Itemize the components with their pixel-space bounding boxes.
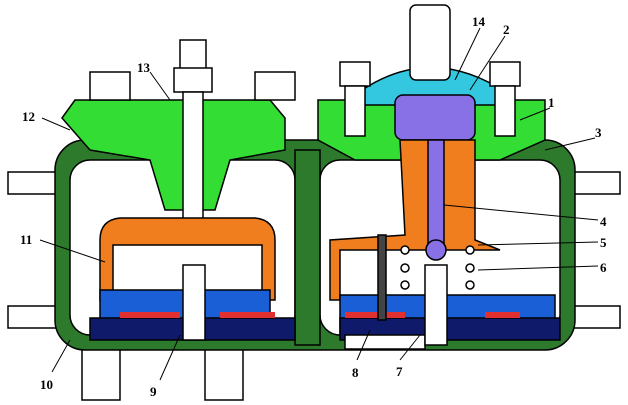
leader-lines bbox=[39, 27, 599, 381]
fitting bbox=[409, 4, 451, 81]
left-cover bbox=[61, 99, 286, 211]
bottom-bolts bbox=[81, 344, 244, 401]
right-yoke bbox=[329, 139, 501, 301]
label-7: 7 bbox=[396, 364, 403, 379]
label-10: 10 bbox=[40, 377, 53, 392]
piston-rod bbox=[427, 139, 445, 251]
label-9: 9 bbox=[150, 384, 157, 399]
label-12: 12 bbox=[22, 109, 35, 124]
label-2: 2 bbox=[503, 22, 510, 37]
label-3: 3 bbox=[595, 125, 602, 140]
rod-ball bbox=[425, 239, 447, 261]
label-1: 1 bbox=[548, 95, 555, 110]
label-6: 6 bbox=[600, 260, 607, 275]
label-11: 11 bbox=[20, 232, 32, 247]
label-5: 5 bbox=[600, 235, 607, 250]
label-14: 14 bbox=[472, 14, 486, 29]
label-8: 8 bbox=[352, 365, 359, 380]
label-4: 4 bbox=[600, 214, 607, 229]
label-13: 13 bbox=[137, 60, 151, 75]
valve-blocks bbox=[89, 234, 561, 350]
springs bbox=[400, 245, 475, 290]
left-yoke bbox=[99, 217, 276, 301]
right-nuts bbox=[339, 61, 521, 137]
piston bbox=[394, 94, 476, 141]
left-nuts bbox=[89, 39, 296, 233]
